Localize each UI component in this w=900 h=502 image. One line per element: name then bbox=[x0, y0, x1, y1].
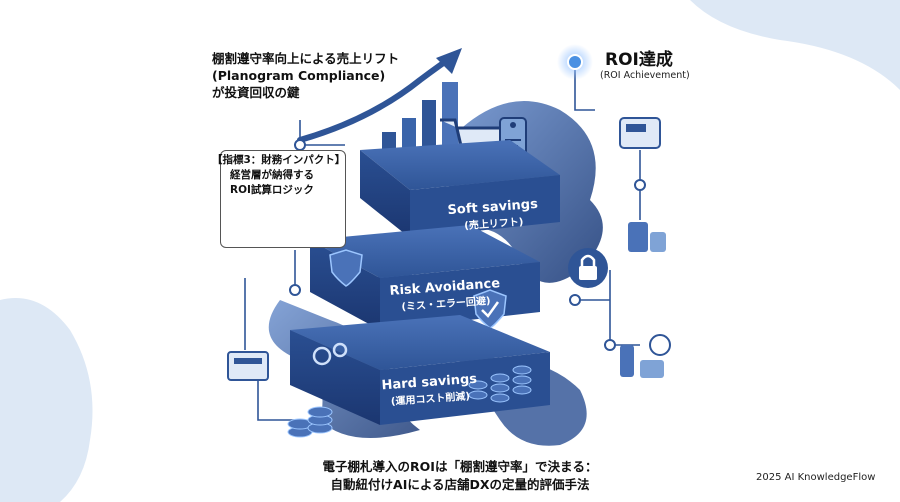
bottle-chart-icon bbox=[620, 334, 671, 378]
caption-line2: 自動紐付けAIによる店舗DXの定量的評価手法 bbox=[330, 477, 590, 492]
headline-line2: (Planogram Compliance) bbox=[212, 68, 386, 83]
layer-risk-avoidance bbox=[310, 225, 540, 330]
layer-hard-savings bbox=[290, 315, 550, 425]
connector-nodes bbox=[289, 139, 646, 351]
callout-line1: 【指標3：財務インパクト】 bbox=[212, 154, 346, 166]
gears-icon bbox=[312, 342, 348, 366]
headline-line1: 棚割遵守率向上による売上リフト bbox=[212, 51, 400, 66]
callout-line2: 経営層が納得する bbox=[230, 169, 314, 181]
roi-subtitle: (ROI Achievement) bbox=[600, 70, 690, 81]
caption: 電子棚札導入のROIは「棚割遵守率」で決まる： 自動紐付けAIによる店舗DXの定… bbox=[300, 458, 620, 494]
background-blob-bottom-left bbox=[0, 298, 93, 502]
roi-node-icon bbox=[567, 54, 583, 70]
footer-credit: 2025 AI KnowledgeFlow bbox=[756, 472, 876, 483]
coin-stacks-icon bbox=[468, 365, 532, 403]
device-card-icon bbox=[227, 351, 269, 381]
shield-check-icon-left bbox=[329, 249, 363, 287]
headline-line3: が投資回収の鍵 bbox=[212, 85, 300, 100]
padlock-icon bbox=[568, 248, 608, 288]
layer-soft-savings-label: Soft savings (売上リフト) bbox=[447, 197, 539, 233]
callout-box bbox=[220, 150, 346, 248]
growth-arrow-head bbox=[436, 48, 462, 74]
products-icon bbox=[628, 222, 666, 252]
callout-text: 【指標3：財務インパクト】 経営層が納得する ROI試算ロジック bbox=[212, 153, 345, 198]
headline: 棚割遵守率向上による売上リフト (Planogram Compliance) が… bbox=[212, 50, 399, 101]
background-blob-top-right bbox=[690, 0, 900, 90]
coin-stack-icon bbox=[287, 406, 333, 438]
caption-line1: 電子棚札導入のROIは「棚割遵守率」で決まる： bbox=[322, 459, 598, 474]
pos-terminal-icon bbox=[619, 117, 661, 149]
callout-line3: ROI試算ロジック bbox=[230, 184, 314, 196]
roi-title: ROI達成 bbox=[605, 50, 673, 70]
